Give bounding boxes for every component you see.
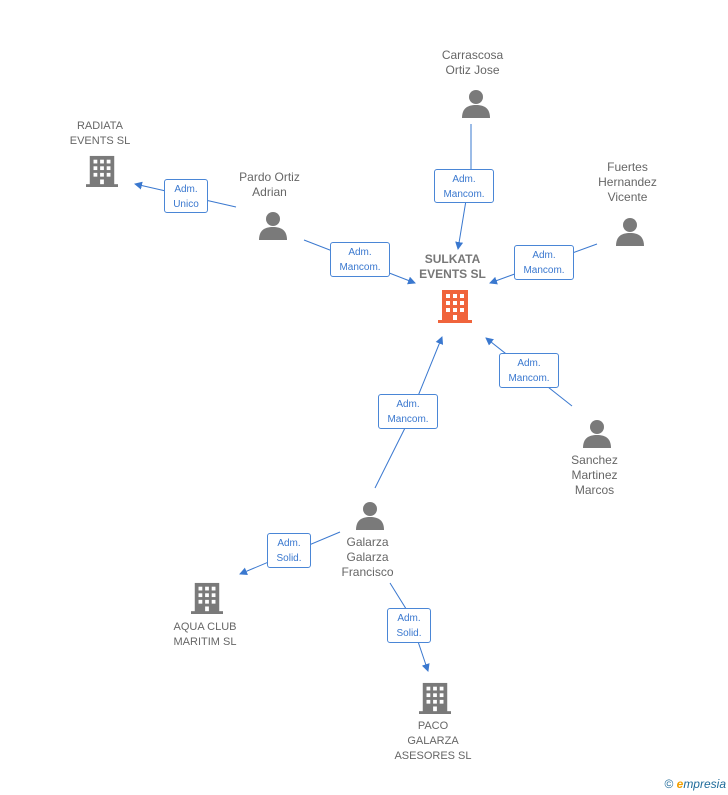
pardo-person-label[interactable]: Pardo Ortiz Adrian	[239, 170, 300, 199]
edge-label-adm-unico[interactable]: Adm. Unico	[164, 179, 208, 213]
fuertes-person-label[interactable]: Fuertes Hernandez Vicente	[598, 160, 657, 204]
edge-label-adm-solid[interactable]: Adm. Solid.	[387, 608, 431, 643]
edge-label-adm-mancom[interactable]: Adm. Mancom.	[378, 394, 438, 429]
person-icon[interactable]	[615, 216, 645, 246]
person-icon[interactable]	[461, 88, 491, 118]
building-icon[interactable]	[191, 581, 223, 615]
copyright-footer: © empresia	[664, 777, 726, 791]
galarza-person-label[interactable]: Galarza Galarza Francisco	[341, 535, 394, 579]
edge-label-adm-mancom[interactable]: Adm. Mancom.	[499, 353, 559, 388]
copyright-symbol: ©	[664, 777, 674, 791]
edge-label-adm-solid[interactable]: Adm. Solid.	[267, 533, 311, 568]
person-icon[interactable]	[582, 418, 612, 448]
brand-logo-initial: e	[676, 777, 684, 791]
radiata-company-label[interactable]: RADIATA EVENTS SL	[69, 120, 131, 147]
person-icon[interactable]	[355, 500, 385, 530]
edge-label-adm-mancom[interactable]: Adm. Mancom.	[330, 242, 390, 277]
paco-company-label[interactable]: PACO GALARZA ASESORES SL	[394, 720, 472, 762]
edge-label-adm-mancom[interactable]: Adm. Mancom.	[514, 245, 574, 280]
building-icon[interactable]	[86, 154, 118, 188]
aqua-company-label[interactable]: AQUA CLUB MARITIM SL	[173, 621, 237, 648]
building-icon[interactable]	[419, 681, 451, 715]
building-icon[interactable]	[438, 288, 472, 324]
person-icon[interactable]	[258, 210, 288, 240]
center-company-label[interactable]: SULKATA EVENTS SL	[419, 252, 486, 281]
carrascosa-person-label[interactable]: Carrascosa Ortiz Jose	[441, 48, 504, 77]
edge-label-adm-mancom[interactable]: Adm. Mancom.	[434, 169, 494, 203]
sanchez-person-label[interactable]: Sanchez Martinez Marcos	[571, 453, 618, 497]
brand-logo-text: mpresia	[683, 777, 726, 791]
